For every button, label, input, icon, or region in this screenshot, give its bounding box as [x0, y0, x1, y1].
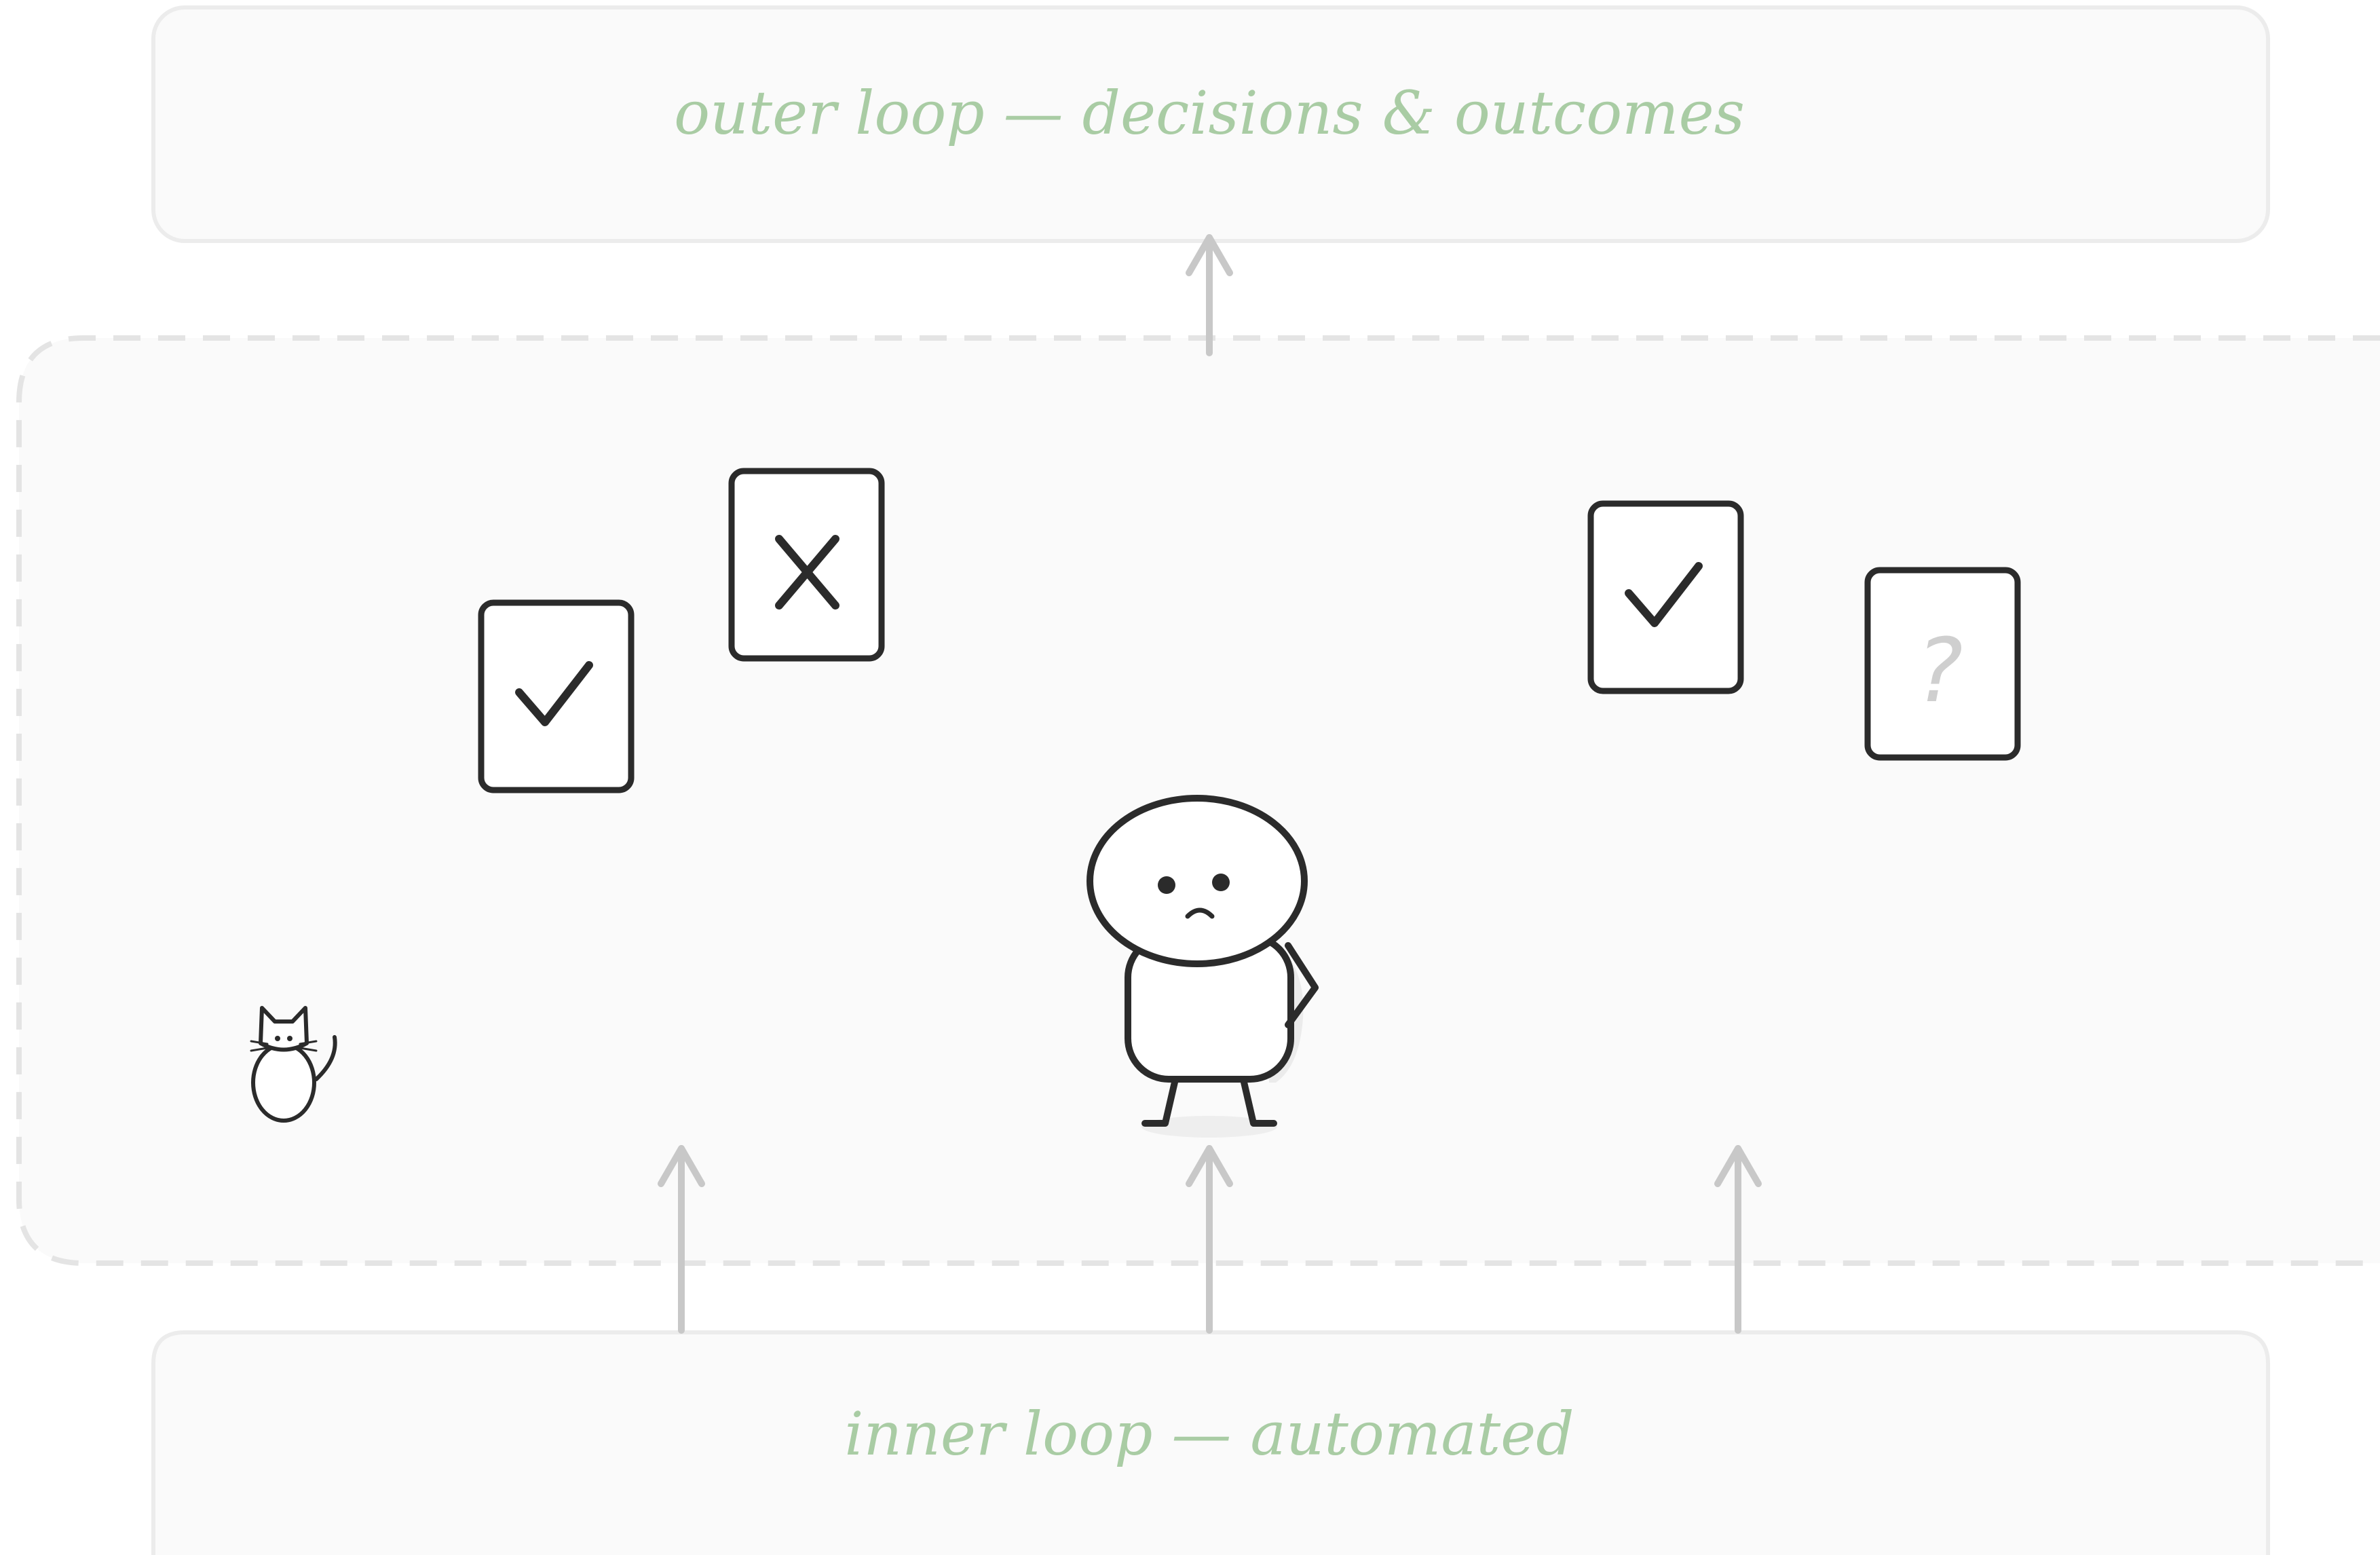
x-icon	[775, 535, 839, 610]
outer-loop-panel: outer loop — decisions & outcomes	[151, 5, 2270, 243]
check-icon	[1625, 562, 1703, 627]
checkmark-card-right	[1587, 500, 1744, 694]
arrow-up-icon	[1714, 1145, 1762, 1334]
inner-loop-label: inner loop — automated	[844, 1399, 1574, 1469]
question-icon: ?	[1916, 619, 1963, 722]
arrow-up-icon	[1186, 1145, 1233, 1334]
checkmark-card-left	[478, 599, 635, 793]
question-card	[1864, 567, 2021, 761]
x-card	[728, 468, 885, 662]
arrow-up-icon	[1186, 234, 1233, 356]
outer-loop-label: outer loop — decisions & outcomes	[674, 78, 1745, 148]
stick-figure-icon	[1087, 795, 1319, 1138]
inner-loop-panel: inner loop — automated	[151, 1330, 2270, 1555]
check-icon	[515, 661, 593, 726]
cat-icon	[250, 1006, 337, 1123]
arrow-up-icon	[658, 1145, 705, 1334]
